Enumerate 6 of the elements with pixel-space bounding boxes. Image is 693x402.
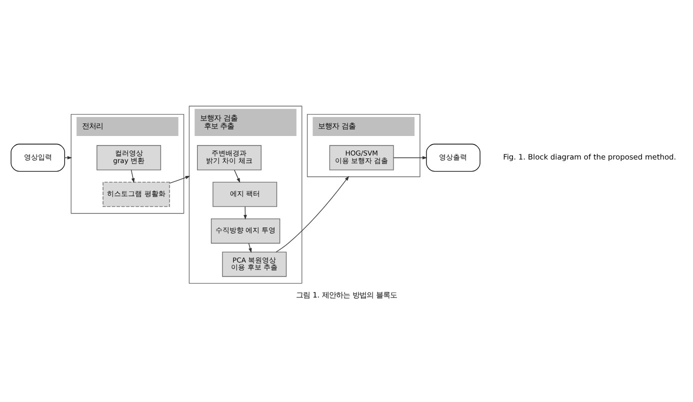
arrow (130, 169, 135, 182)
arrow (169, 175, 190, 184)
arrow (248, 242, 252, 252)
arrow (234, 169, 240, 182)
arrow (393, 156, 428, 159)
arrow (276, 175, 350, 252)
